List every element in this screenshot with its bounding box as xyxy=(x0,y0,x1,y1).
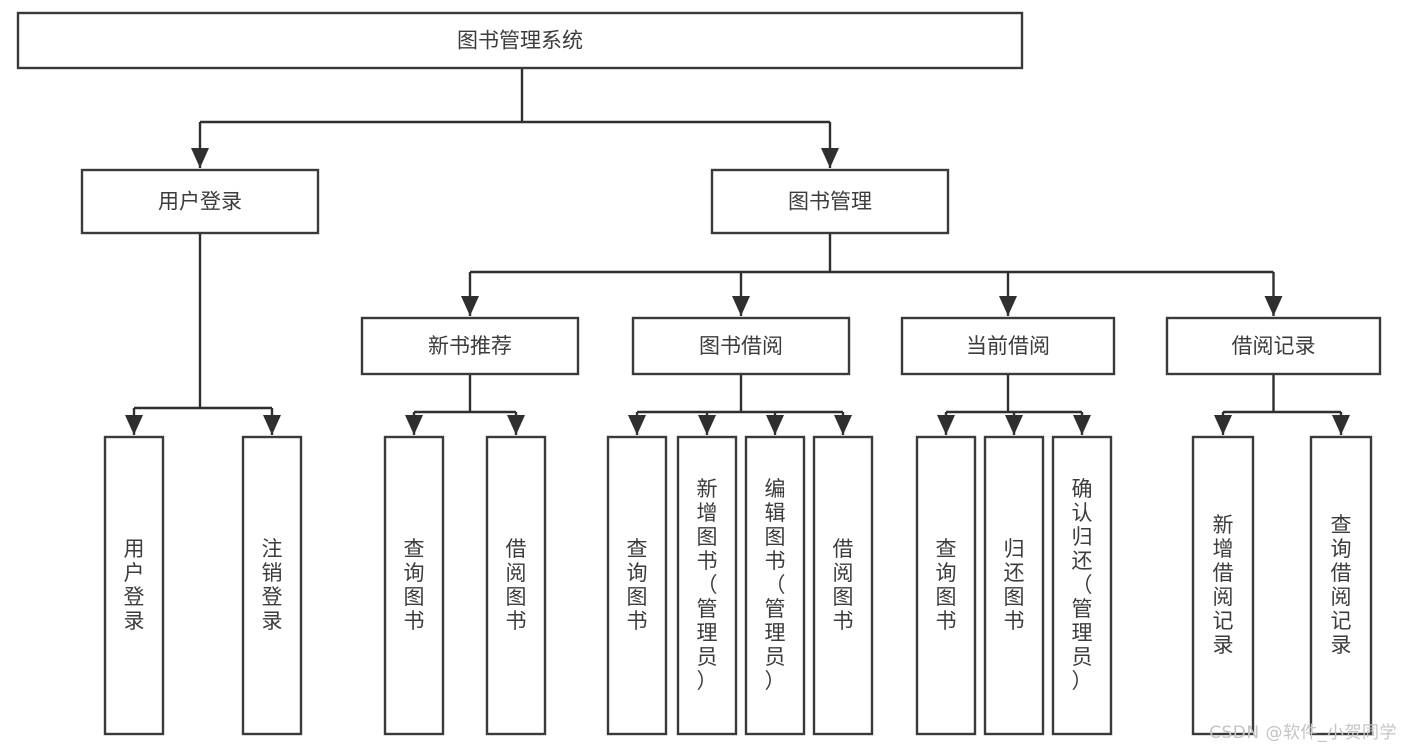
node-user-login-label: 用户登录 xyxy=(158,190,242,214)
arrow-head-icon xyxy=(263,415,281,435)
arrow-head-icon xyxy=(1214,415,1232,435)
node-leaf-query-borrow-record[interactable]: 查询借阅记录 xyxy=(1309,435,1373,736)
node-leaf-add-book-admin[interactable]: 新增图书（管理员） xyxy=(676,435,738,736)
node-current-borrow-label: 当前借阅 xyxy=(966,334,1050,358)
watermark-label: CSDN @软件_小贺同学 xyxy=(1209,723,1397,743)
node-user-login[interactable]: 用户登录 xyxy=(80,168,320,235)
node-leaf-query-book-2-label: 查询图书 xyxy=(627,537,648,633)
node-layer: 图书管理系统用户登录图书管理新书推荐图书借阅当前借阅借阅记录用户登录注销登录查询… xyxy=(16,11,1382,736)
node-leaf-return-book-label: 归还图书 xyxy=(1004,537,1025,633)
node-leaf-user-login[interactable]: 用户登录 xyxy=(103,435,165,736)
arrow-head-icon xyxy=(732,296,750,316)
node-leaf-return-book[interactable]: 归还图书 xyxy=(983,435,1045,736)
node-root-book-management-system-label: 图书管理系统 xyxy=(457,29,583,53)
node-leaf-borrow-book-2-label: 借阅图书 xyxy=(833,537,854,633)
node-leaf-add-borrow-record-label: 新增借阅记录 xyxy=(1213,513,1234,657)
node-book-borrow-box xyxy=(631,316,851,376)
node-leaf-edit-book-admin[interactable]: 编辑图书（管理员） xyxy=(744,435,806,736)
node-new-book-recommend-label: 新书推荐 xyxy=(428,334,512,358)
node-leaf-query-book-3-label: 查询图书 xyxy=(936,537,957,633)
node-leaf-borrow-book-1-box xyxy=(485,435,547,736)
node-leaf-user-logout[interactable]: 注销登录 xyxy=(241,435,303,736)
node-leaf-borrow-book-2-box xyxy=(812,435,874,736)
arrow-head-icon xyxy=(507,415,525,435)
node-leaf-add-borrow-record[interactable]: 新增借阅记录 xyxy=(1191,435,1255,736)
node-book-management[interactable]: 图书管理 xyxy=(710,168,950,235)
node-leaf-add-borrow-record-box xyxy=(1191,435,1255,736)
arrow-head-icon xyxy=(405,415,423,435)
arrow-head-icon xyxy=(821,148,839,168)
arrow-head-icon xyxy=(628,415,646,435)
node-leaf-query-book-3-box xyxy=(915,435,977,736)
node-leaf-add-book-admin-label: 新增图书（管理员） xyxy=(697,477,718,693)
node-book-management-box xyxy=(710,168,950,235)
arrow-head-icon xyxy=(834,415,852,435)
node-borrow-record-label: 借阅记录 xyxy=(1232,334,1316,358)
arrow-head-icon xyxy=(937,415,955,435)
node-leaf-confirm-return[interactable]: 确认归还（管理员） xyxy=(1051,435,1113,736)
arrow-head-icon xyxy=(1005,415,1023,435)
node-leaf-user-login-label: 用户登录 xyxy=(124,537,145,633)
node-leaf-user-logout-box xyxy=(241,435,303,736)
node-leaf-query-borrow-record-label: 查询借阅记录 xyxy=(1331,513,1352,657)
node-leaf-confirm-return-box xyxy=(1051,435,1113,736)
node-leaf-add-book-admin-box xyxy=(676,435,738,736)
node-new-book-recommend[interactable]: 新书推荐 xyxy=(360,316,580,376)
node-leaf-edit-book-admin-label: 编辑图书（管理员） xyxy=(765,477,786,693)
node-leaf-borrow-book-1-label: 借阅图书 xyxy=(506,537,527,633)
node-root-book-management-system-box xyxy=(16,11,1024,70)
node-book-borrow[interactable]: 图书借阅 xyxy=(631,316,851,376)
node-leaf-query-borrow-record-box xyxy=(1309,435,1373,736)
node-leaf-user-logout-label: 注销登录 xyxy=(262,537,283,633)
arrow-head-icon xyxy=(1073,415,1091,435)
arrow-head-icon xyxy=(766,415,784,435)
node-new-book-recommend-box xyxy=(360,316,580,376)
node-user-login-box xyxy=(80,168,320,235)
arrow-head-icon xyxy=(1264,296,1283,316)
node-borrow-record[interactable]: 借阅记录 xyxy=(1165,316,1382,376)
arrow-head-icon xyxy=(461,296,479,316)
node-leaf-edit-book-admin-box xyxy=(744,435,806,736)
node-leaf-return-book-box xyxy=(983,435,1045,736)
node-leaf-query-book-2[interactable]: 查询图书 xyxy=(606,435,668,736)
arrow-head-icon xyxy=(1332,415,1350,435)
node-leaf-user-login-box xyxy=(103,435,165,736)
node-leaf-query-book-1[interactable]: 查询图书 xyxy=(383,435,445,736)
connector-layer xyxy=(125,68,1350,435)
node-root-book-management-system[interactable]: 图书管理系统 xyxy=(16,11,1024,70)
node-leaf-query-book-1-label: 查询图书 xyxy=(404,537,425,633)
node-current-borrow-box xyxy=(900,316,1116,376)
node-borrow-record-box xyxy=(1165,316,1382,376)
node-leaf-query-book-2-box xyxy=(606,435,668,736)
node-leaf-query-book-1-box xyxy=(383,435,445,736)
node-leaf-confirm-return-label: 确认归还（管理员） xyxy=(1072,477,1093,693)
arrow-head-icon xyxy=(999,296,1017,316)
node-book-management-label: 图书管理 xyxy=(788,190,872,214)
node-leaf-borrow-book-1[interactable]: 借阅图书 xyxy=(485,435,547,736)
node-current-borrow[interactable]: 当前借阅 xyxy=(900,316,1116,376)
arrow-head-icon xyxy=(191,148,209,168)
node-book-borrow-label: 图书借阅 xyxy=(699,334,783,358)
node-leaf-query-book-3[interactable]: 查询图书 xyxy=(915,435,977,736)
arrow-head-icon xyxy=(125,415,143,435)
arrow-head-icon xyxy=(698,415,716,435)
node-leaf-borrow-book-2[interactable]: 借阅图书 xyxy=(812,435,874,736)
